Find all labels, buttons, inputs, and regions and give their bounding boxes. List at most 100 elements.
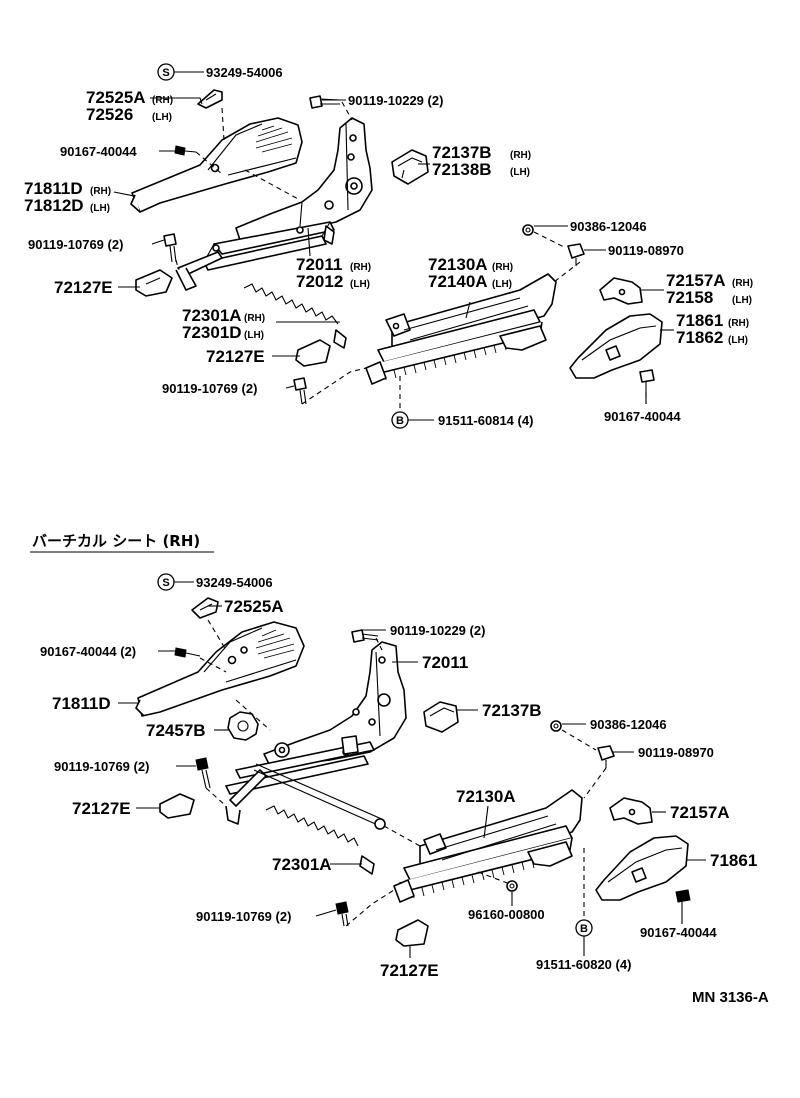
label-71812d: 71812D: [24, 196, 84, 215]
label-72137b: 72137B: [432, 143, 492, 162]
suffix-lh: (LH): [244, 330, 264, 341]
suffix-rh: (RH): [732, 278, 753, 289]
top-cap-72127e-a-part: [135, 269, 173, 297]
label-91511-60820: 91511-60820 (4): [536, 957, 631, 972]
label-71862: 71862: [676, 328, 723, 347]
symbol-badge-s-top: S: [157, 63, 175, 81]
sheet-code: MN 3136-A: [692, 989, 769, 1006]
label-90167-40044-b: 90167-40044: [604, 409, 681, 424]
label-90119-10769: 90119-10769 (2): [54, 759, 149, 774]
label-72301a: 72301A: [182, 306, 242, 325]
symbol-s-text: S: [162, 577, 169, 589]
label-72158: 72158: [666, 288, 713, 307]
section-title: バーチカル シート (RH): [30, 532, 214, 553]
label-72301a: 72301A: [272, 855, 332, 874]
bottom-nut-96160-part: [506, 880, 518, 892]
label-72137b: 72137B: [482, 701, 542, 720]
label-72157a: 72157A: [666, 271, 726, 290]
top-nut-90386-part: [522, 224, 534, 236]
top-assembly: [130, 89, 663, 410]
bottom-spring-72301-part: [265, 805, 375, 875]
label-72130a: 72130A: [456, 787, 516, 806]
bottom-screw-90167-40044-part: [174, 647, 201, 658]
top-cushion-72137-part: [391, 149, 429, 185]
top-rail-72130-part: [365, 273, 557, 385]
suffix-rh: (RH): [350, 262, 371, 273]
top-knob-72525-part: [197, 89, 223, 109]
label-90386-12046: 90386-12046: [590, 717, 667, 732]
bottom-rail-72130-part: [393, 789, 583, 903]
label-90386-12046: 90386-12046: [570, 219, 647, 234]
symbol-b-text: B: [580, 923, 588, 935]
bottom-nut-90386-part: [550, 720, 562, 732]
label-72526: 72526: [86, 105, 133, 124]
top-bolt-90119-08970-part: [567, 243, 585, 266]
top-bolt-90119-10769-part: [163, 233, 177, 263]
suffix-lh: (LH): [732, 295, 752, 306]
label-90167-40044: 90167-40044: [60, 144, 137, 159]
symbol-badge-b-top: B: [391, 411, 409, 429]
label-71861: 71861: [710, 851, 757, 870]
suffix-lh: (LH): [350, 279, 370, 290]
symbol-b-text: B: [396, 415, 404, 427]
label-72130a: 72130A: [428, 255, 488, 274]
suffix-rh: (RH): [510, 150, 531, 161]
label-72011: 72011: [422, 653, 468, 672]
bottom-cap-72127e-b-part: [395, 919, 429, 947]
label-96160-00800: 96160-00800: [468, 907, 545, 922]
suffix-lh: (LH): [152, 112, 172, 123]
bottom-cushion-72137-part: [423, 701, 459, 733]
label-72138b: 72138B: [432, 160, 492, 179]
top-bolt-90119-10769-b-part: [293, 377, 307, 405]
suffix-rh: (RH): [244, 313, 265, 324]
top-screw-90167-40044-part: [174, 145, 197, 156]
label-90167-40044-b: 90167-40044: [640, 925, 717, 940]
label-90119-10769-b: 90119-10769 (2): [162, 381, 257, 396]
bottom-labels: 93249-54006 72525A 90119-10229 (2) 90167…: [40, 575, 757, 980]
top-screw-90167-40044-b-part: [639, 369, 655, 394]
suffix-lh: (LH): [510, 167, 530, 178]
label-90119-08970: 90119-08970: [608, 243, 684, 258]
label-72011: 72011: [296, 255, 342, 274]
suffix-rh: (RH): [492, 262, 513, 273]
top-cap-72127e-b-part: [295, 339, 331, 367]
symbol-badge-b-bottom: B: [575, 919, 593, 937]
bottom-outer-cover-part: [137, 621, 305, 717]
suffix-rh: (RH): [728, 318, 749, 329]
label-72127e-a: 72127E: [72, 799, 131, 818]
label-72012: 72012: [296, 272, 343, 291]
bottom-screw-90167-40044-b-part: [675, 889, 691, 914]
label-90119-10769-b: 90119-10769 (2): [196, 909, 291, 924]
bottom-bolt-90119-10229-part: [351, 629, 379, 643]
suffix-rh: (RH): [90, 186, 111, 197]
label-90119-10769: 90119-10769 (2): [28, 237, 123, 252]
label-71811d: 71811D: [24, 179, 83, 198]
section-title-text: バーチカル シート (RH): [32, 532, 200, 550]
bottom-bolt-90119-08970-part: [597, 745, 615, 768]
label-72127e-b: 72127E: [206, 347, 265, 366]
label-72525a: 72525A: [224, 597, 284, 616]
bottom-bolt-90119-10769-b-part: [335, 901, 349, 927]
bottom-cap-72127e-a-part: [159, 793, 195, 819]
label-93249-54006: 93249-54006: [206, 65, 283, 80]
label-72157a: 72157A: [670, 803, 730, 822]
top-spring-72301-part: [243, 283, 347, 349]
bottom-knob-72457-part: [227, 711, 259, 741]
top-bolt-90119-10229-part: [309, 95, 341, 109]
label-90119-10229: 90119-10229 (2): [348, 93, 443, 108]
label-71811d: 71811D: [52, 694, 111, 713]
label-90119-10229: 90119-10229 (2): [390, 623, 485, 638]
label-90167-40044: 90167-40044 (2): [40, 644, 136, 659]
symbol-s-text: S: [162, 67, 169, 79]
label-72301d: 72301D: [182, 323, 242, 342]
label-72457b: 72457B: [146, 721, 206, 740]
top-labels: 93249-54006 72525A (RH) 72526 (LH) 90119…: [24, 65, 753, 428]
suffix-lh: (LH): [90, 203, 110, 214]
label-91511-60814: 91511-60814 (4): [438, 413, 533, 428]
label-71861: 71861: [676, 311, 723, 330]
bottom-assembly: [135, 597, 691, 947]
symbol-badge-s-bottom: S: [157, 573, 175, 591]
label-90119-08970: 90119-08970: [638, 745, 714, 760]
label-72525a: 72525A: [86, 88, 146, 107]
